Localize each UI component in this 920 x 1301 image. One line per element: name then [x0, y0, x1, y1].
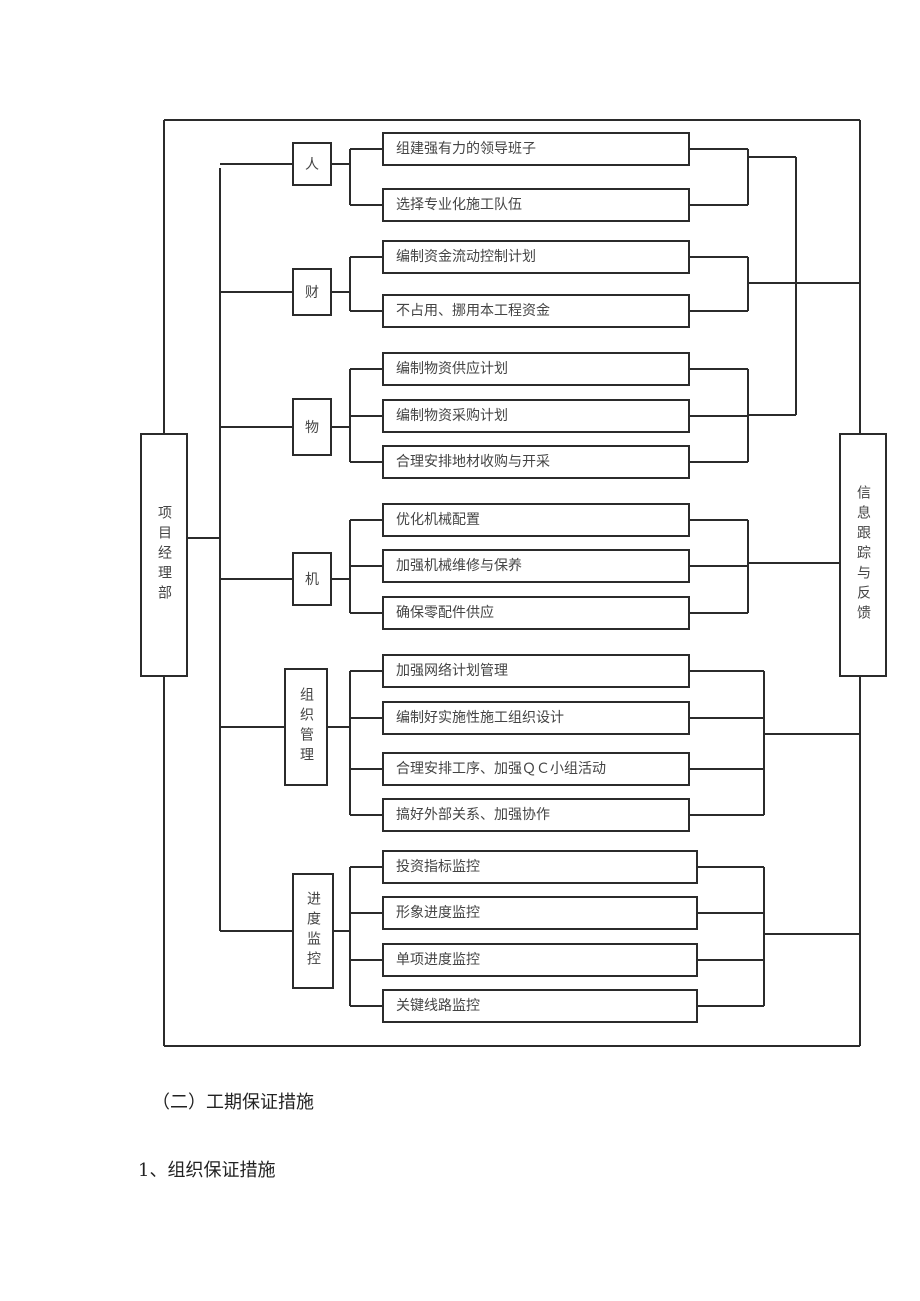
measure-item: 关键线路监控 [382, 989, 698, 1023]
measure-item: 单项进度监控 [382, 943, 698, 977]
category-box: 人 [292, 142, 332, 186]
measure-item: 编制好实施性施工组织设计 [382, 701, 690, 735]
measure-item: 选择专业化施工队伍 [382, 188, 690, 222]
measure-item: 编制物资采购计划 [382, 399, 690, 433]
measure-item: 确保零配件供应 [382, 596, 690, 630]
section-heading: （二）工期保证措施 [152, 1092, 314, 1113]
measure-item: 不占用、挪用本工程资金 [382, 294, 690, 328]
info-feedback-box: 信息跟踪与反馈 [839, 433, 887, 677]
project-department-box: 项目经理部 [140, 433, 188, 677]
measure-item: 投资指标监控 [382, 850, 698, 884]
category-box: 财 [292, 268, 332, 316]
subsection-heading: 1、组织保证措施 [138, 1160, 276, 1181]
measure-item: 编制资金流动控制计划 [382, 240, 690, 274]
measure-item: 优化机械配置 [382, 503, 690, 537]
measure-item: 加强网络计划管理 [382, 654, 690, 688]
measure-item: 加强机械维修与保养 [382, 549, 690, 583]
category-box: 进度监控 [292, 873, 334, 989]
category-box: 物 [292, 398, 332, 456]
measure-item: 合理安排地材收购与开采 [382, 445, 690, 479]
measure-item: 编制物资供应计划 [382, 352, 690, 386]
category-box: 机 [292, 552, 332, 606]
category-box: 组织管理 [284, 668, 328, 786]
measure-item: 搞好外部关系、加强协作 [382, 798, 690, 832]
measure-item: 合理安排工序、加强ＱＣ小组活动 [382, 752, 690, 786]
measure-item: 组建强有力的领导班子 [382, 132, 690, 166]
measure-item: 形象进度监控 [382, 896, 698, 930]
